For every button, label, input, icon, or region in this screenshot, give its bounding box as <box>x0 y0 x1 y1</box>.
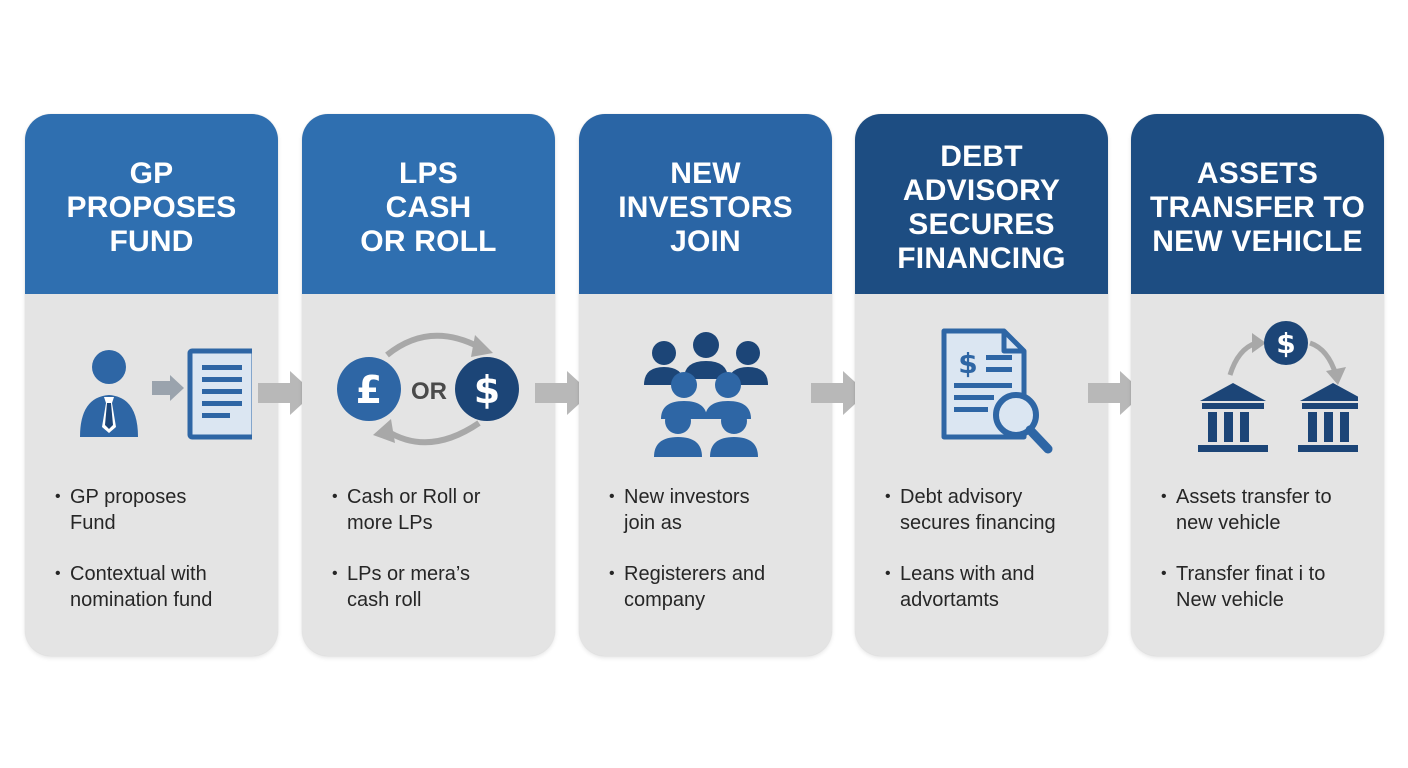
step-title-line: JOIN <box>670 225 741 258</box>
step-card-gp-proposes-fund: GP PROPOSES FUND <box>25 114 278 656</box>
step-header: DEBT ADVISORY SECURES FINANCING <box>855 114 1108 294</box>
step-card-new-investors-join: NEW INVESTORS JOIN <box>579 114 832 656</box>
svg-text:$: $ <box>958 347 977 380</box>
step-title-line: DEBT <box>940 140 1023 173</box>
list-item: • Leans with and advortamts <box>885 563 1035 611</box>
step-title-line: NEW <box>670 157 741 190</box>
bank-transfer-icon: $ <box>1131 319 1384 459</box>
person-to-document-icon <box>25 319 278 459</box>
list-item: • Contextual with nomination fund <box>55 563 213 611</box>
step-card-assets-transfer: ASSETS TRANSFER TO NEW VEHICLE $ <box>1131 114 1384 656</box>
step-header: NEW INVESTORS JOIN <box>579 114 832 294</box>
list-item: • LPs or mera’s cash roll <box>332 563 471 611</box>
step-title-line: OR ROLL <box>360 225 497 258</box>
step-title-line: FINANCING <box>897 242 1066 275</box>
step-title-line: NEW VEHICLE <box>1152 225 1363 258</box>
step-bullet-list: • GP proposes Fund • Contextual with nom… <box>55 484 270 638</box>
step-bullet-list: • Debt advisory secures financing • Lean… <box>885 484 1100 638</box>
step-card-lps-cash-or-roll: LPS CASH OR ROLL £ OR $ <box>302 114 555 656</box>
step-bullet-list: • New investors join as • Registerers an… <box>609 484 824 638</box>
list-item: • Cash or Roll or more LPs <box>332 486 481 534</box>
step-title-line: SECURES <box>908 208 1055 241</box>
svg-text:£: £ <box>355 368 381 412</box>
step-title-line: INVESTORS <box>618 191 793 224</box>
step-title-line: GP <box>129 157 174 190</box>
list-item: • Registerers and company <box>609 563 766 611</box>
list-item: • Transfer finat i to New vehicle <box>1161 563 1326 611</box>
svg-text:$: $ <box>1276 327 1295 360</box>
step-header: ASSETS TRANSFER TO NEW VEHICLE <box>1131 114 1384 294</box>
step-title-line: LPS <box>399 157 458 190</box>
step-title-line: TRANSFER TO <box>1150 191 1365 224</box>
document-magnifier-icon: $ <box>855 319 1108 459</box>
svg-text:$: $ <box>473 368 499 412</box>
pound-or-dollar-exchange-icon: £ OR $ <box>302 319 555 459</box>
list-item: • Assets transfer to new vehicle <box>1161 486 1332 534</box>
step-card-debt-advisory: DEBT ADVISORY SECURES FINANCING $ <box>855 114 1108 656</box>
step-header: LPS CASH OR ROLL <box>302 114 555 294</box>
list-item: • GP proposes Fund <box>55 486 187 534</box>
list-item: • Debt advisory secures financing <box>885 486 1056 534</box>
list-item: • New investors join as <box>609 486 750 534</box>
step-bullet-list: • Cash or Roll or more LPs • LPs or mera… <box>332 484 547 638</box>
svg-text:OR: OR <box>411 378 447 405</box>
step-title-line: ADVISORY <box>902 174 1061 207</box>
step-title-line: CASH <box>385 191 472 224</box>
group-of-people-icon <box>579 319 832 459</box>
step-title-line: FUND <box>109 225 194 258</box>
step-title-line: PROPOSES <box>66 191 237 224</box>
step-bullet-list: • Assets transfer to new vehicle • Trans… <box>1161 484 1376 638</box>
step-title-line: ASSETS <box>1196 157 1319 190</box>
step-header: GP PROPOSES FUND <box>25 114 278 294</box>
